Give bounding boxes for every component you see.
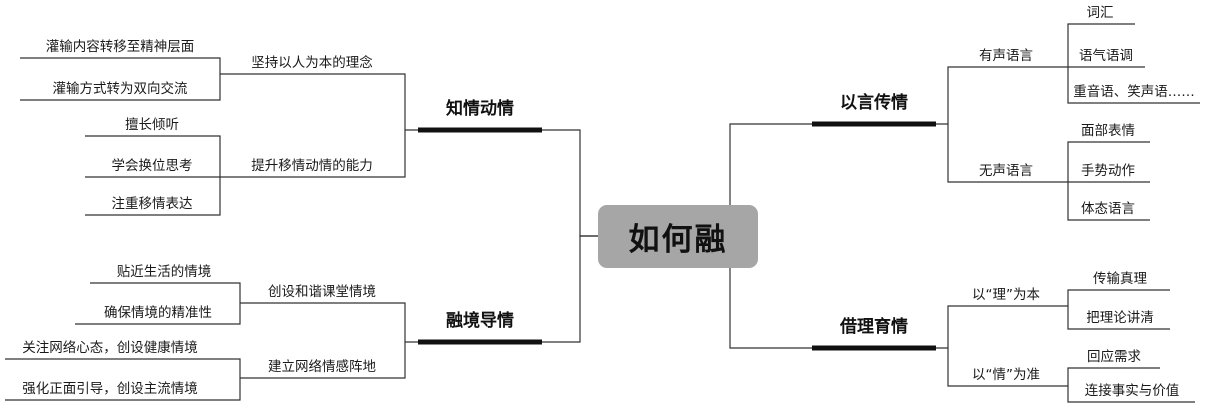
- sub-node: 以“情”为准: [972, 367, 1040, 383]
- branch-top-right-label: 以言传情: [840, 93, 908, 113]
- branch-top-left-label: 知情动情: [446, 99, 514, 119]
- leaf-node: 学会换位思考: [111, 158, 193, 174]
- leaf-node: 灌输内容转移至精神层面: [45, 39, 195, 55]
- leaf-node: 重音语、笑声语……: [1073, 84, 1195, 100]
- connector-br-sub-1: [936, 305, 1068, 349]
- sub-node: 建立网络情感阵地: [268, 359, 376, 375]
- connector-tr-leaf-4: [1067, 141, 1150, 182]
- connector-tl-sub-2: [220, 130, 406, 178]
- connector-center-top-left: [542, 129, 598, 237]
- leaf-node: 面部表情: [1081, 123, 1135, 139]
- leaf-node: 强化正面引导，创设主流情境: [22, 381, 198, 397]
- connector-tl-leaf-1: [20, 57, 221, 74]
- leaf-node: 关注网络心态，创设健康情境: [22, 340, 198, 356]
- connector-br-sub-2: [947, 348, 1068, 387]
- leaf-node: 回应需求: [1087, 349, 1141, 365]
- center-node: 如何融: [598, 205, 758, 268]
- leaf-node: 擅长倾听: [125, 117, 179, 133]
- connector-br-leaf-1: [1067, 289, 1170, 306]
- leaf-node: 把理论讲清: [1086, 310, 1154, 326]
- leaf-node: 手势动作: [1081, 163, 1135, 179]
- connector-bl-leaf-4: [5, 378, 241, 401]
- connector-bl-leaf-1: [90, 282, 241, 303]
- connector-tl-leaf-5: [85, 177, 221, 216]
- connector-bl-leaf-2: [75, 303, 241, 325]
- sub-node: 坚持以人为本的理念: [251, 55, 373, 71]
- sub-node: 有声语言: [979, 48, 1033, 64]
- connector-tr-leaf-1: [1067, 23, 1135, 67]
- branch-bottom-left-label: 融境导情: [446, 311, 514, 331]
- leaf-node: 语气语调: [1079, 48, 1133, 64]
- connector-tl-sub-1: [220, 73, 418, 131]
- connector-tr-leaf-6: [1067, 182, 1150, 221]
- leaf-node: 确保情境的精准性: [104, 305, 212, 321]
- leaf-node: 传输真理: [1093, 271, 1147, 287]
- connector-tr-sub-2: [947, 124, 1068, 183]
- branch-bottom-right-label: 借理育情: [840, 317, 908, 337]
- connector-bl-sub-2: [240, 342, 406, 379]
- connector-br-leaf-4: [1067, 386, 1195, 403]
- sub-node: 无声语言: [979, 163, 1033, 179]
- sub-node: 以“理”为本: [972, 287, 1040, 303]
- sub-node: 创设和谐课堂情境: [268, 284, 376, 300]
- connector-tr-sub-1: [936, 66, 1068, 125]
- connector-tl-leaf-3: [85, 135, 221, 177]
- connector-bl-leaf-3: [5, 358, 241, 378]
- leaf-node: 灌输方式转为双向交流: [52, 81, 188, 97]
- connector-br-leaf-2: [1067, 306, 1170, 330]
- connector-tl-leaf-2: [20, 74, 221, 101]
- connector-center-bottom-left: [542, 235, 598, 343]
- leaf-node: 注重移情表达: [111, 196, 193, 212]
- leaf-node: 体态语言: [1081, 201, 1135, 217]
- connector-tr-leaf-3: [1067, 67, 1200, 104]
- connector-br-leaf-3: [1067, 367, 1160, 386]
- connector-bl-sub-1: [240, 302, 418, 343]
- sub-node: 提升移情动情的能力: [251, 158, 373, 174]
- leaf-node: 词汇: [1086, 5, 1114, 21]
- leaf-node: 连接事实与价值: [1084, 383, 1180, 399]
- leaf-node: 贴近生活的情境: [116, 264, 212, 280]
